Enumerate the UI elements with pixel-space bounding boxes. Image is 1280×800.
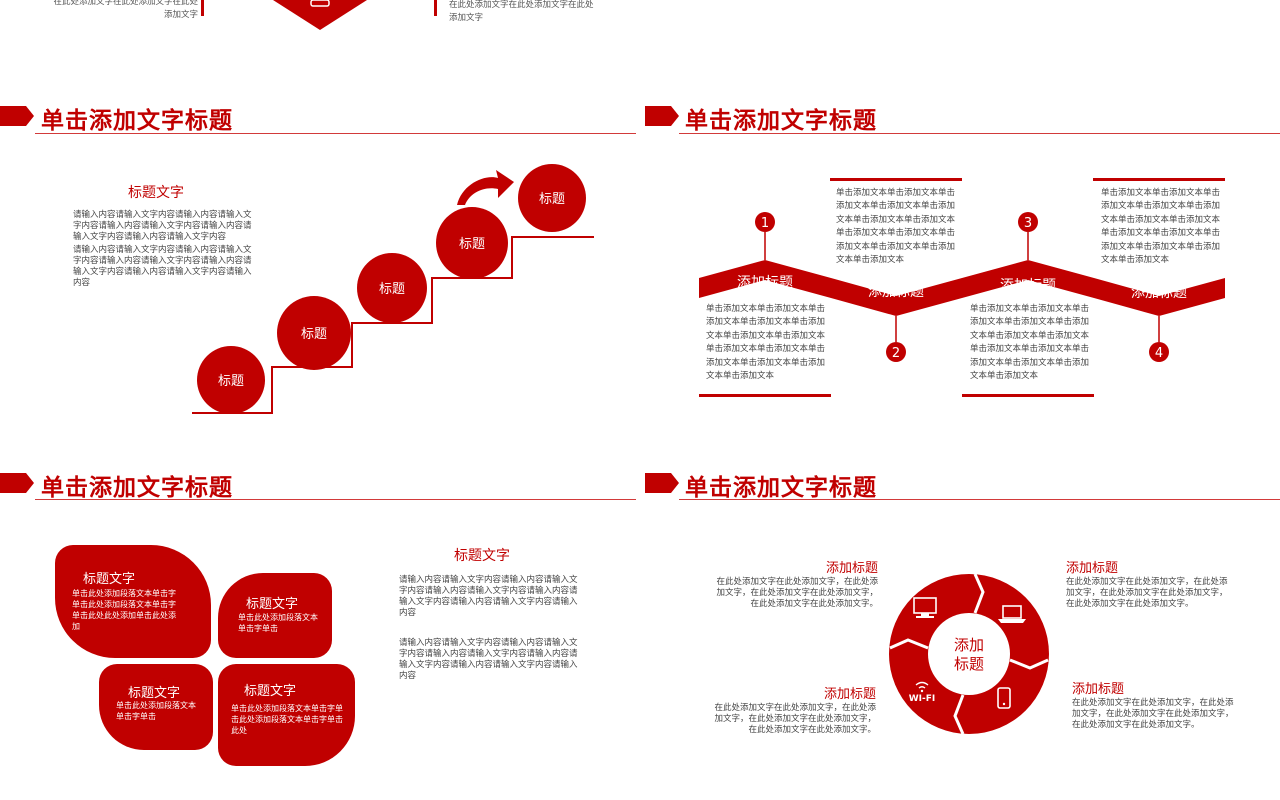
- staircase-diagram: 标题 标题 标题 标题 标题: [192, 164, 594, 414]
- center-label: 添加: [954, 636, 984, 654]
- step-label: 标题: [301, 327, 327, 342]
- number-label: 2: [892, 346, 900, 361]
- item-title: 添加标题: [823, 687, 876, 702]
- top-right-text: 在此处添加文字在此处添加文字在此处 添加文字: [449, 0, 594, 23]
- top-chevron-shape: [273, 0, 367, 30]
- item-text: 在此处添加文字在此处添加文字，在此处添 加文字，在此处添加文字在此处添加文字， …: [714, 703, 876, 735]
- top-left-bar: [201, 0, 204, 16]
- header-tag-icon: [645, 473, 679, 493]
- timeline-text: 单击添加文本单击添加文本单击添加文本单击添加文本单击添加文本单击添加文本单击添加…: [970, 304, 1090, 382]
- step-circle[interactable]: [436, 207, 508, 279]
- laptop-icon: [998, 605, 1026, 623]
- paragraph: 请输入内容请输入文字内容请输入内容请输入文字内容请输入内容请输入文字内容请输入内…: [399, 575, 578, 618]
- side-heading: 标题文字: [454, 548, 510, 564]
- timeline-label[interactable]: 添加标题: [1000, 278, 1056, 294]
- number-badge: [755, 212, 775, 232]
- timeline-text: 单击添加文本单击添加文本单击添加文本单击添加文本单击添加文本单击添加文本单击添加…: [706, 304, 826, 382]
- phone-icon: [997, 687, 1011, 709]
- petal-card[interactable]: [55, 545, 211, 658]
- curved-arrow-icon: [457, 170, 514, 205]
- slide-title: 单击添加文字标题: [685, 108, 877, 134]
- number-label: 1: [761, 216, 769, 231]
- title-underline: [679, 499, 1280, 500]
- petal-text: 单击此处添加段落文本单击字单击: [238, 613, 318, 633]
- item-text: 在此处添加文字在此处添加文字，在此处添 加文字，在此处添加文字在此处添加文字， …: [1066, 577, 1228, 609]
- number-label: 3: [1024, 216, 1032, 231]
- title-underline: [35, 133, 636, 134]
- paragraph: 请输入内容请输入文字内容请输入内容请输入文字内容请输入内容请输入文字内容请输入内…: [73, 210, 252, 242]
- petal-card[interactable]: [99, 664, 213, 750]
- center-label: 标题: [954, 655, 984, 673]
- paragraph: 请输入内容请输入文字内容请输入内容请输入文字内容请输入内容请输入文字内容请输入内…: [399, 638, 578, 681]
- number-label: 4: [1155, 346, 1163, 361]
- timeline-label[interactable]: 添加标题: [1131, 285, 1187, 301]
- title-underline: [35, 499, 636, 500]
- slide-title: 单击添加文字标题: [41, 108, 233, 134]
- item-text: 在此处添加文字在此处添加文字，在此处添 加文字，在此处添加文字在此处添加文字， …: [716, 577, 878, 609]
- item-text: 在此处添加文字在此处添加文字，在此处添 加文字，在此处添加文字在此处添加文字， …: [1072, 698, 1234, 730]
- petal-title: 标题文字: [83, 572, 136, 587]
- desktop-icon: [913, 597, 937, 618]
- step-circle[interactable]: [277, 296, 351, 370]
- paragraph: 请输入内容请输入文字内容请输入内容请输入文字内容请输入内容请输入文字内容请输入内…: [73, 245, 252, 288]
- timeline-label[interactable]: 添加标题: [737, 275, 793, 291]
- petal-text: 单击此处添加段落文本单击字单击此处添加段落文本单击字单击此处此处添加单击此处添加: [72, 589, 176, 631]
- slide-title: 单击添加文字标题: [685, 475, 877, 501]
- cycle-diagram: WI-FI 添加 标题: [889, 573, 1049, 735]
- header-tag-icon: [0, 473, 34, 493]
- step-label: 标题: [539, 192, 565, 207]
- petal-card[interactable]: [218, 664, 355, 766]
- timeline-diagram: 1 2 3 4 添加标题 添加标题 添加标题 添加标题: [699, 178, 1225, 397]
- timeline-text: 单击添加文本单击添加文本单击添加文本单击添加文本单击添加文本单击添加文本单击添加…: [1101, 188, 1221, 266]
- item-title: 添加标题: [1066, 561, 1119, 576]
- text-heading: 标题文字: [128, 185, 184, 201]
- petal-text: 单击此处添加段落文本单击字单击此处添加段落文本单击字单击此处: [231, 704, 343, 735]
- timeline-label[interactable]: 添加标题: [868, 284, 924, 300]
- step-circle[interactable]: [197, 346, 265, 414]
- petal-title: 标题文字: [128, 686, 181, 701]
- number-badge: [1018, 212, 1038, 232]
- step-label: 标题: [379, 282, 405, 297]
- item-title: 添加标题: [825, 561, 878, 576]
- number-badge: [886, 342, 906, 362]
- petal-card[interactable]: [218, 573, 332, 658]
- item-title: 添加标题: [1072, 682, 1125, 697]
- step-circle[interactable]: [518, 164, 586, 232]
- petal-title: 标题文字: [244, 684, 297, 699]
- top-left-text: 在此处添加文字在此处添加文字在此处 添加文字: [53, 0, 198, 20]
- petal-text: 单击此处添加段落文本单击字单击: [116, 701, 196, 721]
- slide-title: 单击添加文字标题: [41, 475, 233, 501]
- title-underline: [679, 133, 1280, 134]
- step-label: 标题: [459, 237, 485, 252]
- petal-title: 标题文字: [246, 597, 299, 612]
- wifi-label: WI-FI: [909, 694, 936, 704]
- step-circle[interactable]: [357, 253, 427, 323]
- top-right-bar: [434, 0, 437, 16]
- wifi-icon: [915, 681, 929, 693]
- timeline-text: 单击添加文本单击添加文本单击添加文本单击添加文本单击添加文本单击添加文本单击添加…: [836, 188, 956, 266]
- number-badge: [1149, 342, 1169, 362]
- step-label: 标题: [218, 374, 244, 389]
- header-tag-icon: [645, 106, 679, 126]
- header-tag-icon: [0, 106, 34, 126]
